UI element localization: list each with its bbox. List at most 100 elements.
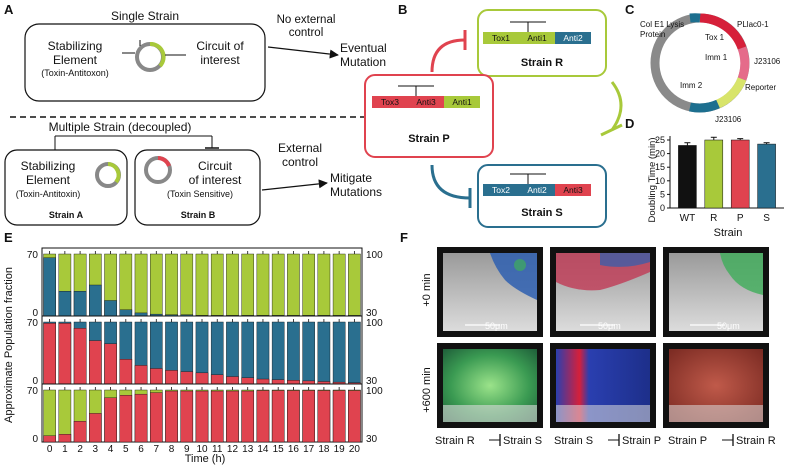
chart-e-bar-top [348,321,361,385]
r-gene-2: Anti1 [527,33,547,43]
col2-strain-b: Strain P [622,435,661,447]
chart-e-right-tick-top: 100 [366,386,383,397]
strain-a-label: Strain A [49,210,84,220]
chart-d-bar-R [704,139,724,209]
chart-e-bar-bottom [165,390,178,443]
chart-e-bar-bottom [287,380,300,385]
chart-e-bar-top [43,389,56,443]
micrograph-p-vs-r-0min: 50μm [663,247,769,337]
strain-b-box [134,149,261,226]
multi-strain-title: Multiple Strain (decoupled) [49,120,192,134]
chart-e-xtick-3: 3 [93,444,99,455]
plasmid-icon [122,40,166,72]
chart-e-bar-bottom [43,435,56,443]
chart-d-bar-P [730,139,750,209]
panel-b: Tox1 Anti1 Anti2 Strain R Tox3 Anti3 Ant… [364,9,623,228]
chart-e-bar-bottom [241,377,255,385]
micrograph-r-vs-s-600min [437,343,543,428]
micrograph-s-vs-p-600min [550,343,656,428]
chart-e-xtick-12: 12 [227,444,239,455]
s-gene-1: Tox2 [492,185,510,195]
chart-e-xtick-4: 4 [108,444,114,455]
chart-e-bar-bottom [165,370,178,385]
chart-e-bar-top [287,253,300,317]
eventual-line2: Mutation [340,55,386,69]
circ2-line3: (Toxin Sensitive) [167,189,233,199]
chart-e-bar-top [149,253,163,317]
stab2-line3: (Toxin-Antitoxin) [16,189,81,199]
stab-line3: (Toxin-Antitoxon) [41,68,109,78]
strain-p-label: Strain P [408,133,450,145]
chart-e-xtick-8: 8 [169,444,175,455]
chart-e-bar-bottom [180,390,194,443]
chart-e-bar-top [287,321,300,385]
chart-d-xtick-WT: WT [680,213,696,224]
chart-e-bar-bottom [73,291,87,317]
chart-e-bar-bottom [58,434,72,443]
strain-s-genes: Tox2 Anti2 Anti3 [483,173,591,196]
panel-label-b: B [398,2,407,17]
chart-e-bar-bottom [332,390,346,443]
circuit-line1: Circuit of [196,39,244,53]
population-fraction-chart: Approximate Population fraction Time (h)… [3,247,383,465]
chart-e-bar-bottom [302,390,315,443]
chart-e-bar-bottom [317,390,331,443]
single-strain-box [24,23,266,102]
panel-a: Single Strain Stabilizing Element (Toxin… [4,9,390,226]
chart-e-xtick-15: 15 [273,444,285,455]
mitigate-line2: Mutations [330,185,382,199]
circ2-line2: of interest [189,173,242,187]
chart-e-xtick-16: 16 [288,444,300,455]
col1-strain-b: Strain S [503,435,542,447]
ext-line2: control [282,155,318,169]
chart-e-bar-bottom [89,284,102,317]
p-gene-1: Tox3 [381,97,399,107]
chart-e-bar-top [226,321,239,385]
row-label-600min: +600 min [421,367,433,413]
s-inhibits-p [430,164,471,200]
chart-e-xtick-9: 9 [184,444,190,455]
imm1-segment [737,46,750,81]
chart-e-bar-top [317,321,331,385]
chart-e-bar-top [195,253,209,317]
chart-e-bar-bottom [226,390,239,443]
chart-e-bar-bottom [43,257,56,317]
chart-e-xtick-0: 0 [47,444,53,455]
chart-e-bar-bottom [104,343,117,385]
panel-f-micrographs: +0 min +600 min 50μm 50μm 50μm [421,247,776,447]
chart-e-bar-top [271,253,285,317]
chart-e-bar-bottom [119,395,133,443]
panel-label-f: F [400,230,408,245]
chart-e-bar-top [180,253,194,317]
imm1-label: Imm 1 [705,53,728,62]
chart-e-bar-bottom [180,371,194,385]
chart-e-xtick-1: 1 [62,444,68,455]
eventual-line1: Eventual [340,41,387,55]
chart-e-xtick-10: 10 [196,444,208,455]
chart-e-left-tick-top: 70 [27,318,39,329]
chart-d-ytick-label: 0 [660,203,665,213]
chart-d-ytick-label: 15 [655,162,665,172]
plac-label: PLlac0-1 [737,20,769,29]
chart-e-bar-top [332,321,346,385]
micrograph-s-vs-p-0min: 50μm [550,247,656,337]
scale-bar-1: 50μm [485,321,508,331]
p-inhibits-r [430,38,466,73]
stab-line2: Element [53,53,98,67]
strain-p-box [364,74,494,158]
ext-line1: External [278,141,322,155]
chart-d-xtick-R: R [710,213,717,224]
chart-e-xtick-14: 14 [257,444,269,455]
chart-e-bar-bottom [104,397,117,443]
chart-e-bar-bottom [104,300,117,317]
s-gene-2: Anti2 [527,185,547,195]
chart-e-bar-bottom [348,390,361,443]
chart-e-right-tick-bottom: 30 [366,434,378,445]
chart-e-bar-bottom [119,359,133,385]
chart-e-left-tick-bottom: 0 [32,434,38,445]
chart-d-bar-S [757,143,776,209]
chart-e-right-tick-top: 100 [366,250,383,261]
chart-e-bar-bottom [73,421,87,443]
